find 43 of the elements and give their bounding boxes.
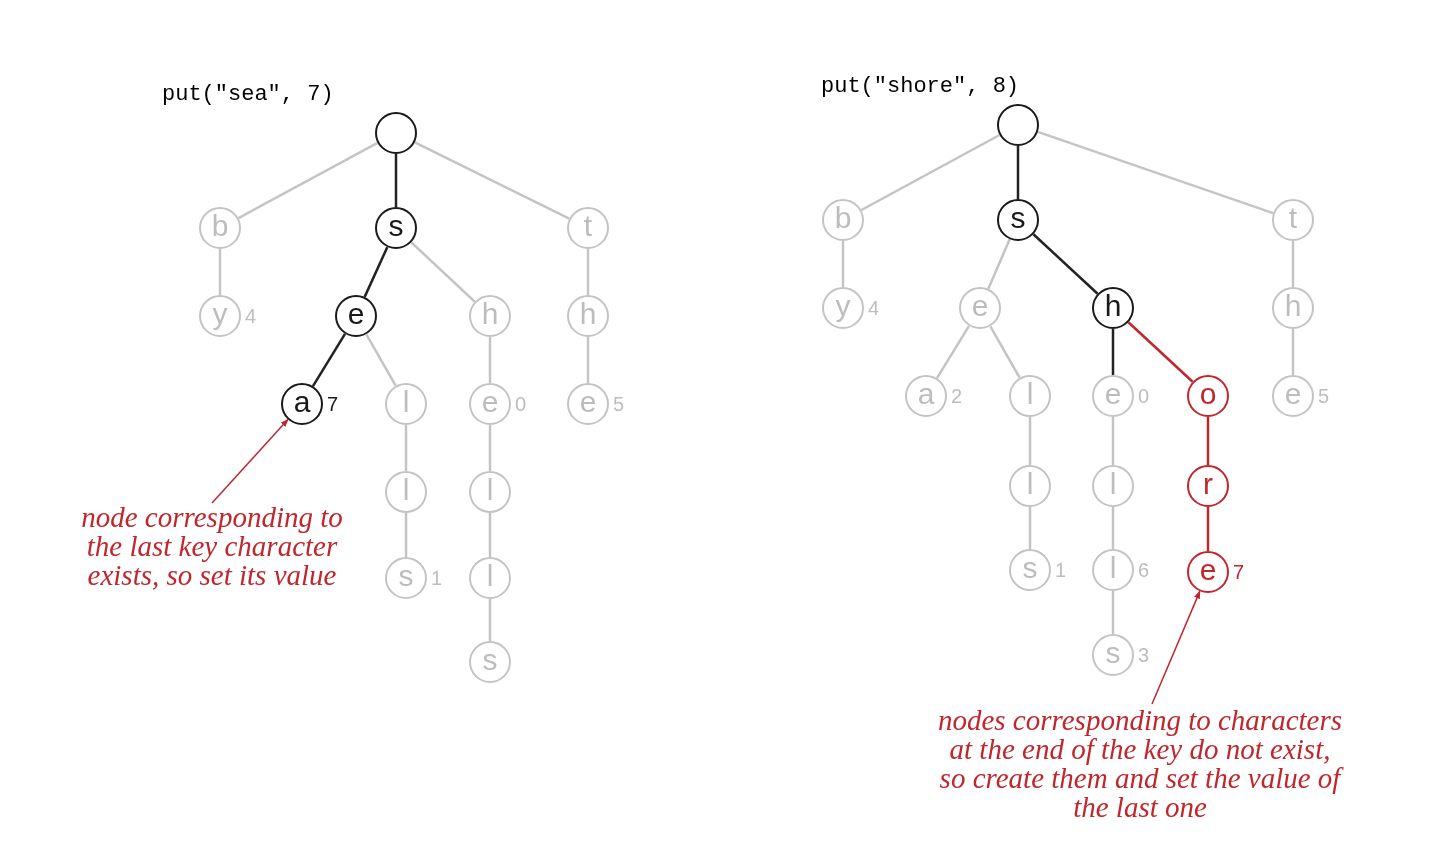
annotation-note: nodes corresponding to characters at the end of the key do not exist, so create them and set the value of the last one xyxy=(936,706,1345,822)
tree-edge xyxy=(1111,507,1115,549)
tree-edge xyxy=(1032,233,1099,295)
tree-edge xyxy=(1291,329,1295,375)
tree-edge xyxy=(394,154,398,207)
tree-edge xyxy=(1206,507,1210,551)
tree-edge xyxy=(404,425,408,471)
tree-edge xyxy=(1206,417,1210,465)
node-value: 2 xyxy=(951,386,963,406)
node-value: 4 xyxy=(868,298,880,318)
node-value: 5 xyxy=(613,394,625,414)
tree-edge xyxy=(586,337,590,383)
tree-edge xyxy=(1291,241,1295,287)
code-label: put("shore", 8) xyxy=(821,73,1020,101)
node-value: 5 xyxy=(1318,386,1330,406)
node-value: 0 xyxy=(1138,386,1150,406)
code-label: put("sea", 7) xyxy=(162,81,334,109)
tree-edge xyxy=(1016,146,1020,199)
leader-arrow xyxy=(211,418,289,504)
tree-edge xyxy=(841,241,845,287)
node-value: 1 xyxy=(431,568,443,588)
tree-edge xyxy=(488,425,492,471)
node-value: 7 xyxy=(327,394,339,414)
annotation-note: node corresponding to the last key character exists, so set its value xyxy=(80,503,344,590)
node-value: 0 xyxy=(515,394,527,414)
tree-edge xyxy=(218,249,222,295)
tree-edge xyxy=(410,241,476,303)
tree-edge xyxy=(1028,417,1032,465)
node-value: 1 xyxy=(1055,560,1067,580)
node-value: 7 xyxy=(1233,562,1245,582)
tree-edge xyxy=(1127,321,1194,383)
tree-edge xyxy=(488,337,492,383)
tree-edge xyxy=(1028,507,1032,549)
tree-edge xyxy=(586,249,590,295)
node-value: 3 xyxy=(1138,645,1150,665)
tree-edge xyxy=(1111,329,1115,375)
node-value: 4 xyxy=(245,306,257,326)
tree-edge xyxy=(488,513,492,557)
tree-edge xyxy=(404,513,408,557)
tree-edge xyxy=(488,599,492,641)
tree-edge xyxy=(1111,591,1115,634)
tree-edge xyxy=(1111,417,1115,465)
node-value: 6 xyxy=(1138,560,1150,580)
